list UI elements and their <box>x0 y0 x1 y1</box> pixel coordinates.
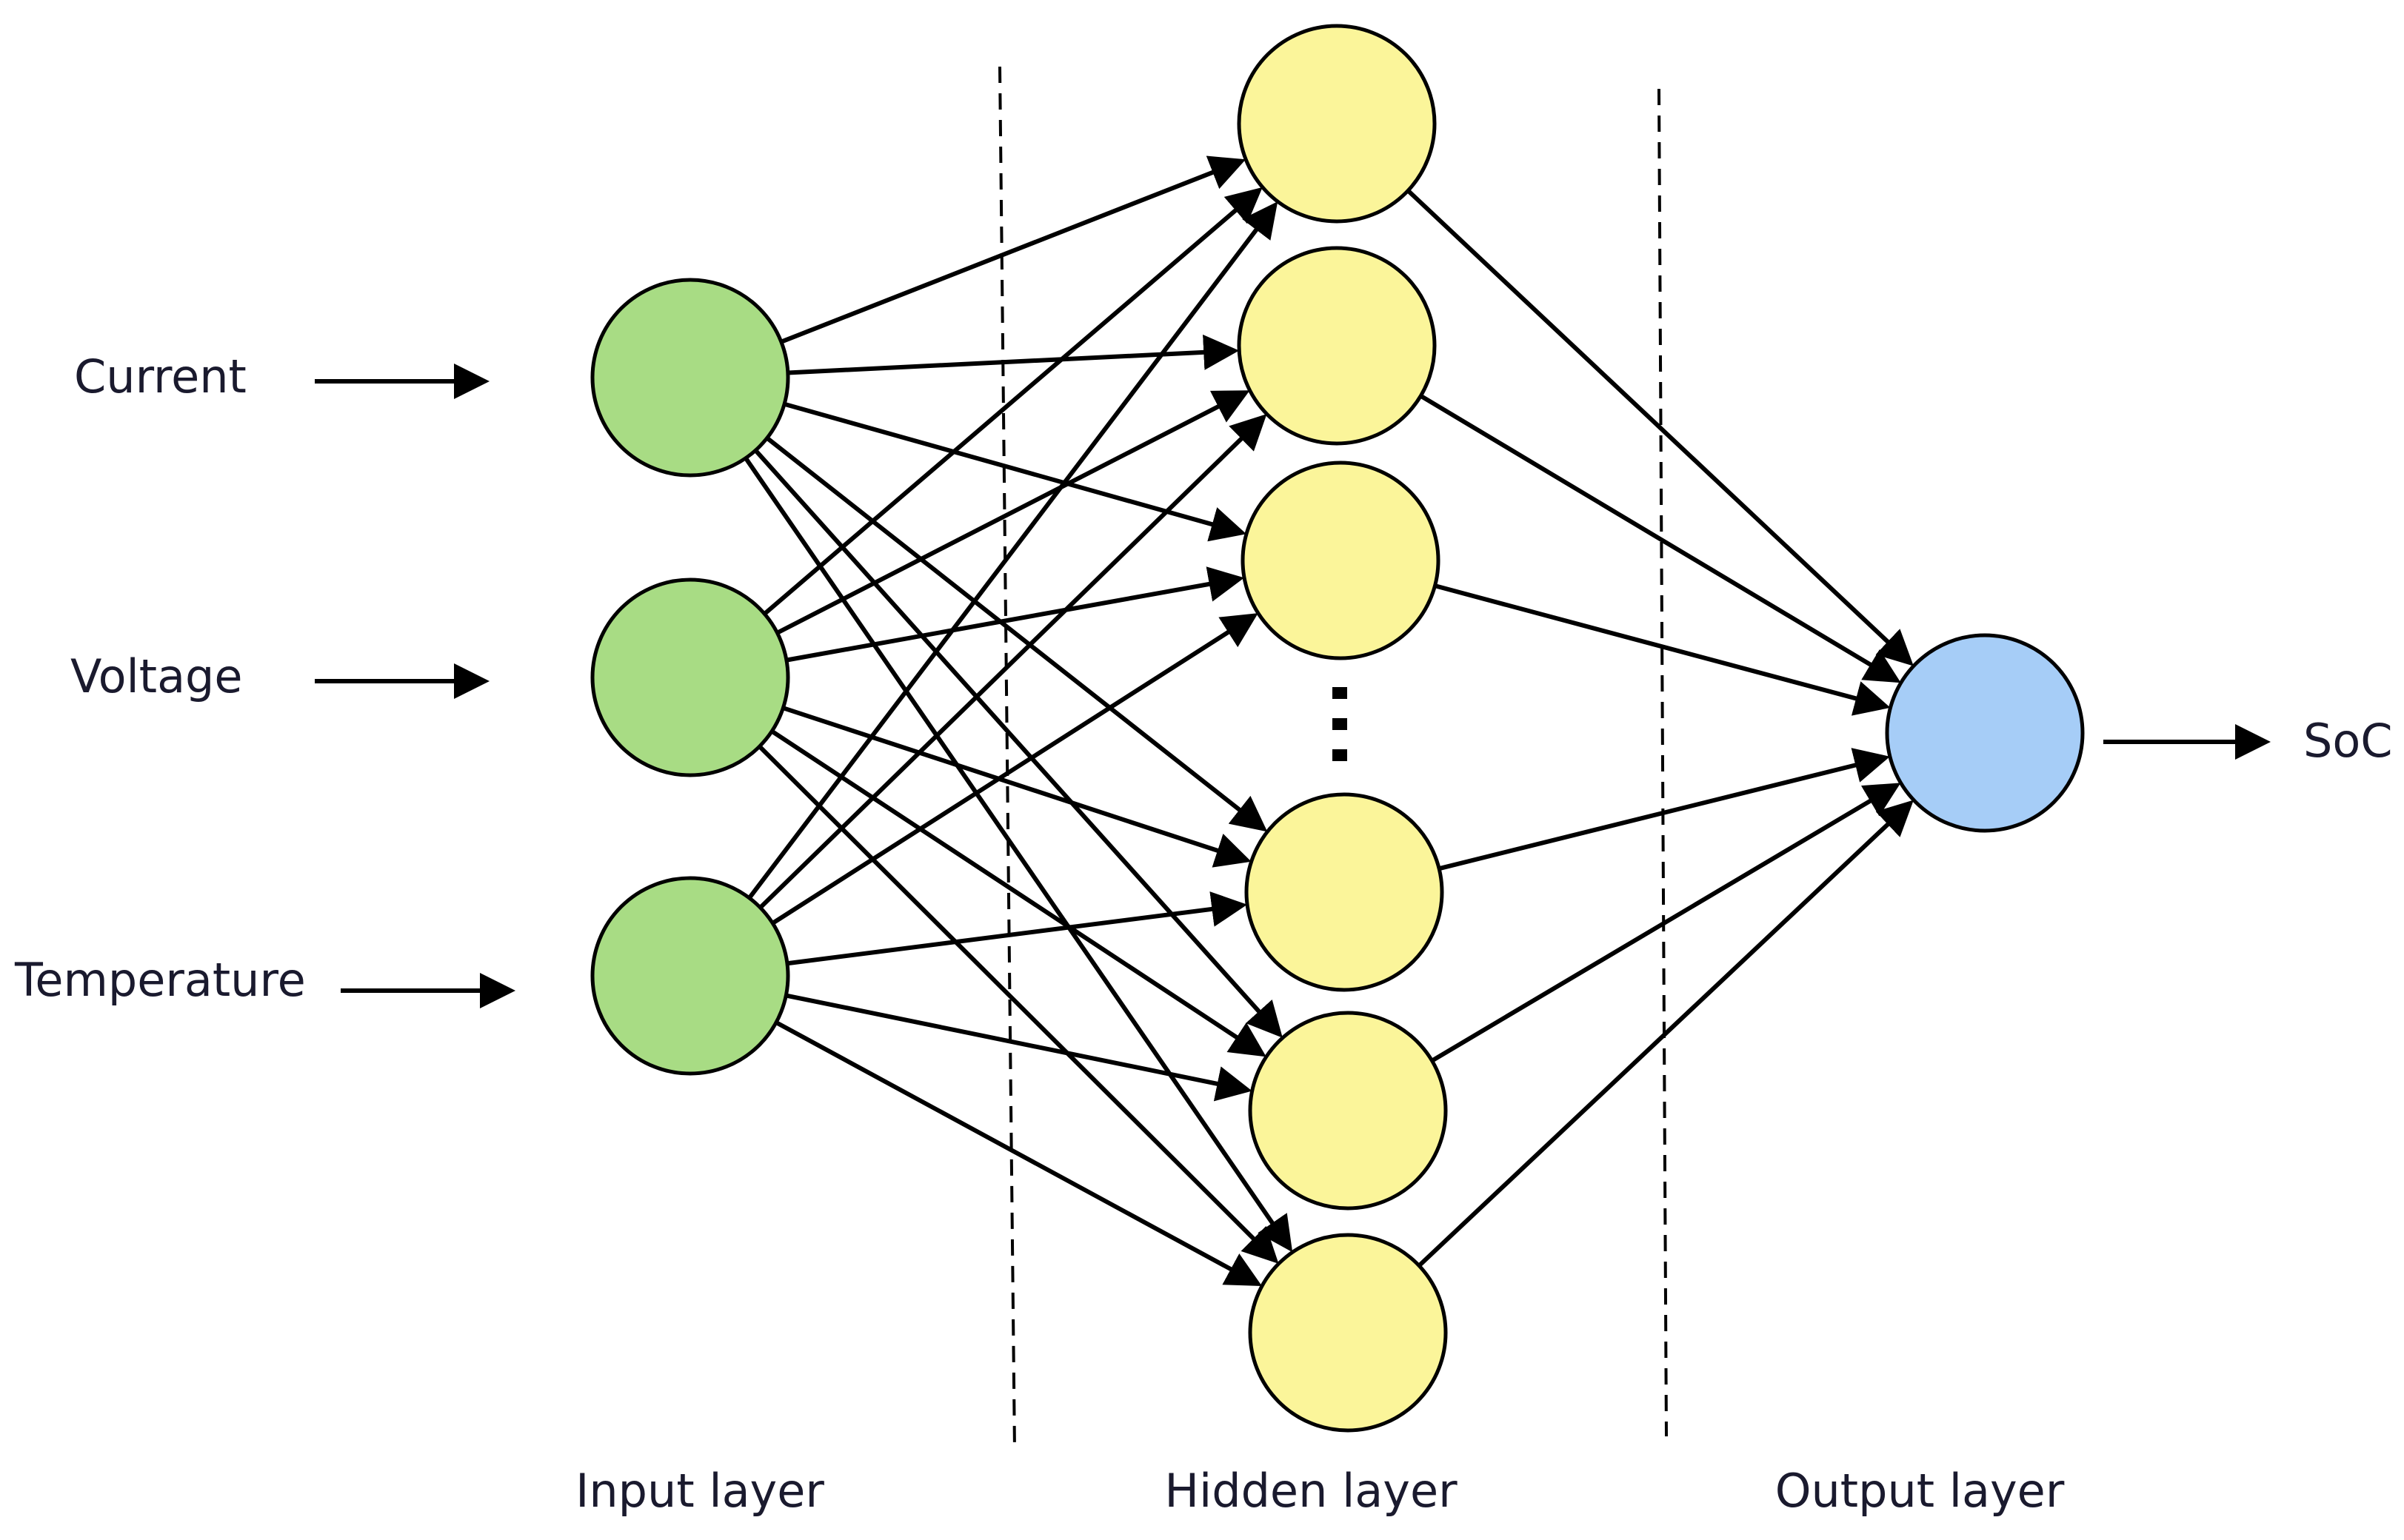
edge-input-0-hidden-1 <box>787 334 1240 375</box>
edge-input-0-hidden-3 <box>765 436 1268 832</box>
output-label-soc: SoC <box>2303 714 2393 768</box>
hidden-node-4 <box>1248 1011 1448 1211</box>
input-label-voltage: Voltage <box>70 649 243 703</box>
edge-input-1-hidden-0 <box>763 187 1263 616</box>
connection-edges <box>744 155 1914 1287</box>
input-labels: Current Voltage Temperature <box>14 349 306 1007</box>
input-node-0 <box>590 278 790 478</box>
edge-hidden-1-output <box>1419 394 1901 683</box>
edge-input-2-hidden-3 <box>787 891 1248 966</box>
edge-input-1-hidden-2 <box>786 566 1245 663</box>
hidden-node-1 <box>1237 246 1437 446</box>
input-arrows <box>315 364 515 1008</box>
input-node-2 <box>590 876 790 1076</box>
divider-hidden-output <box>1657 88 1668 1437</box>
edge-input-2-hidden-5 <box>775 1020 1262 1287</box>
hidden-layer-nodes <box>1237 24 1448 1433</box>
ellipsis-dot <box>1332 718 1347 730</box>
input-label-temperature: Temperature <box>14 953 306 1007</box>
layer-label-input: Input layer <box>575 1464 824 1518</box>
output-node-0 <box>1885 633 2085 833</box>
edge-input-0-hidden-0 <box>780 155 1246 344</box>
edge-input-2-hidden-2 <box>771 613 1258 925</box>
hidden-node-3 <box>1244 792 1444 992</box>
edge-input-1-hidden-4 <box>770 729 1266 1057</box>
edge-hidden-4-output <box>1431 783 1901 1063</box>
hidden-layer-ellipsis <box>1332 687 1347 761</box>
hidden-node-5 <box>1248 1233 1448 1433</box>
edge-input-2-hidden-1 <box>758 414 1267 910</box>
edge-input-2-hidden-0 <box>747 201 1278 900</box>
input-label-current: Current <box>74 349 247 404</box>
hidden-node-0 <box>1237 24 1437 224</box>
layer-label-output: Output layer <box>1775 1464 2065 1518</box>
edge-input-1-hidden-5 <box>758 745 1279 1264</box>
hidden-node-2 <box>1241 461 1440 660</box>
ellipsis-dot <box>1332 687 1347 699</box>
input-layer-nodes <box>590 278 790 1076</box>
layer-label-hidden: Hidden layer <box>1164 1464 1458 1518</box>
edge-hidden-2-output <box>1434 583 1891 716</box>
edge-input-0-hidden-4 <box>753 449 1283 1038</box>
ellipsis-dot <box>1332 749 1347 761</box>
divider-input-hidden <box>998 66 1016 1452</box>
edge-input-1-hidden-3 <box>782 706 1252 868</box>
output-layer-nodes <box>1885 633 2085 833</box>
edge-input-0-hidden-5 <box>744 457 1293 1253</box>
edge-hidden-0-output <box>1406 189 1914 666</box>
edge-hidden-3-output <box>1438 748 1890 871</box>
edge-input-2-hidden-4 <box>785 993 1252 1102</box>
edge-input-1-hidden-1 <box>776 390 1250 635</box>
edge-hidden-5-output <box>1418 800 1914 1268</box>
input-node-1 <box>590 578 790 777</box>
